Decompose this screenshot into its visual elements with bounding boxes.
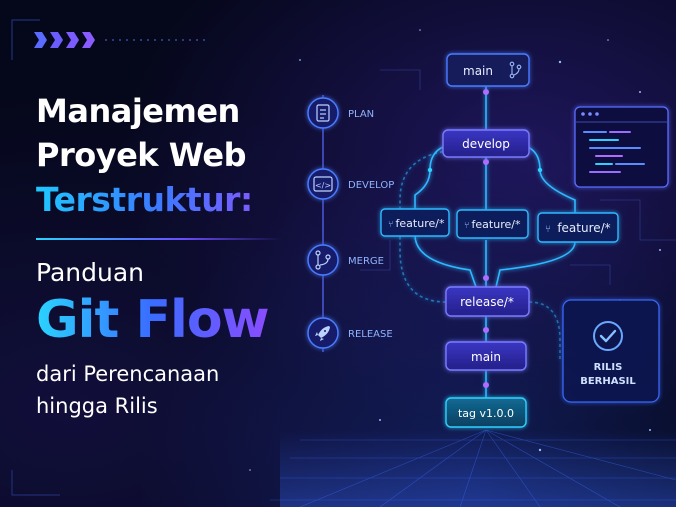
- branch-node-main-top: main: [446, 53, 530, 87]
- subtitle-line-1: Panduan: [36, 258, 144, 287]
- code-icon: </>: [313, 176, 333, 192]
- title-divider: [36, 238, 282, 240]
- corner-bracket: [11, 470, 60, 496]
- headline-git-flow: Git Flow: [36, 290, 270, 350]
- corner-bracket: [11, 19, 40, 60]
- branch-node-main-bottom: main: [445, 341, 527, 371]
- step-label-release: RELEASE: [348, 329, 393, 340]
- branch-node-develop: develop: [442, 129, 530, 158]
- tag-node: tag v1.0.0: [445, 397, 527, 428]
- branch-label-feature-1: feature/*: [396, 217, 445, 230]
- branch-label-feature-3: feature/*: [557, 221, 610, 235]
- step-label-develop: DEVELOP: [348, 180, 394, 191]
- release-success-badge: RILIS BERHASIL: [562, 299, 660, 403]
- badge-line-1: RILIS: [594, 362, 623, 373]
- circuit-traces: [360, 69, 676, 285]
- step-merge: MERGE: [307, 244, 384, 276]
- branch-label-main-top: main: [463, 64, 493, 78]
- svg-text:</>: </>: [315, 181, 331, 190]
- code-window: [574, 106, 669, 188]
- branch-node-feature-3: ⑂ feature/*: [537, 212, 619, 243]
- branch-node-release: release/*: [445, 286, 530, 317]
- branch-label-feature-2: feature/*: [472, 218, 521, 231]
- merge-icon: [315, 250, 331, 270]
- branch-label-develop: develop: [462, 137, 510, 151]
- branch-icon: ⑂: [388, 220, 393, 230]
- branch-label-release: release/*: [460, 295, 514, 309]
- badge-line-2: BERHASIL: [580, 376, 636, 387]
- tag-label: tag v1.0.0: [458, 407, 514, 420]
- connector-dots: [427, 89, 543, 388]
- title-line-2: Proyek Web: [36, 136, 246, 174]
- subtitle-line-3: hingga Rilis: [36, 394, 158, 418]
- step-develop: </> DEVELOP: [307, 168, 394, 200]
- rocket-icon: [315, 326, 330, 341]
- code-lines: [583, 131, 645, 173]
- branch-label-main-bottom: main: [471, 350, 501, 364]
- branch-icon: ⑂: [464, 221, 469, 231]
- step-plan: PLAN: [307, 97, 374, 129]
- subtitle-line-2: dari Perencanaan: [36, 362, 220, 386]
- dotted-line: [105, 39, 205, 41]
- branch-node-feature-1: ⑂ feature/*: [380, 208, 450, 237]
- step-release: RELEASE: [307, 317, 393, 349]
- step-label-plan: PLAN: [348, 109, 374, 120]
- title-line-3: Terstruktur:: [36, 180, 253, 219]
- checkmark-circle-icon: [593, 321, 623, 351]
- title-line-1: Manajemen: [36, 92, 240, 130]
- step-label-merge: MERGE: [348, 256, 384, 267]
- git-branch-icon: [509, 61, 522, 79]
- checklist-icon: [316, 104, 330, 122]
- branch-node-feature-2: ⑂ feature/*: [456, 209, 529, 239]
- branch-icon: ⑂: [545, 224, 551, 235]
- chevron-arrows-icon: [34, 32, 95, 48]
